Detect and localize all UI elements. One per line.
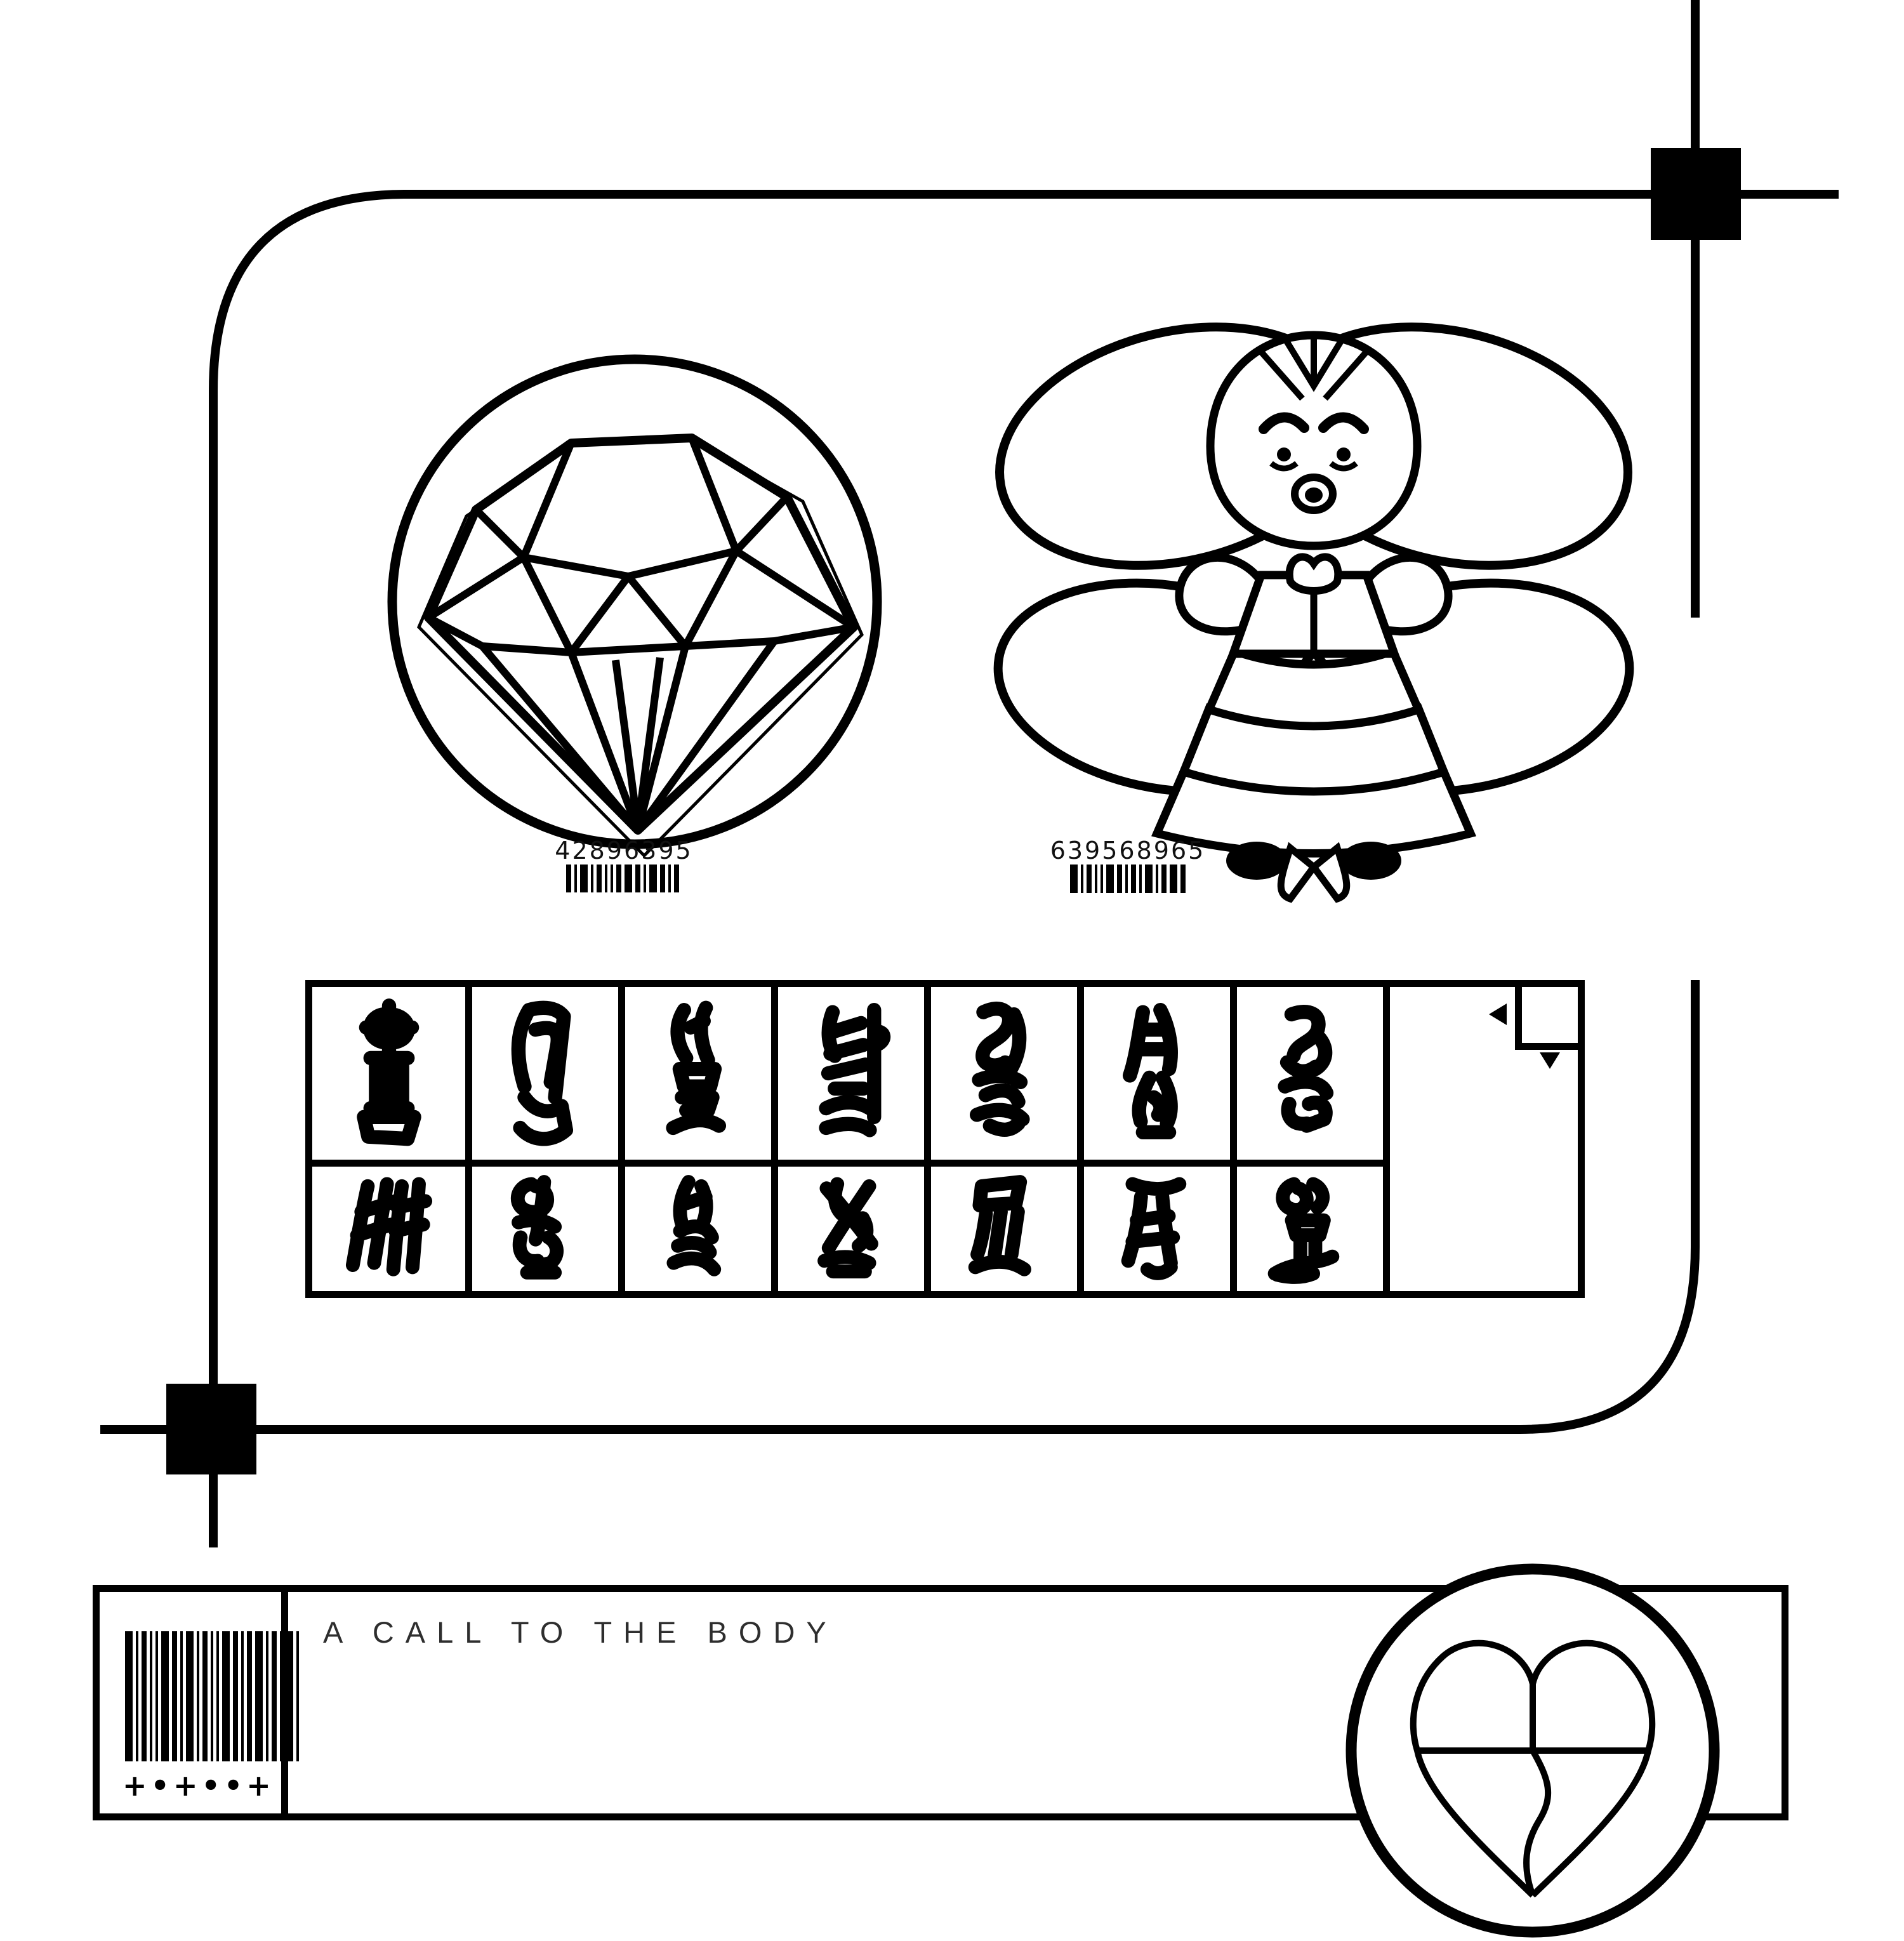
registration-square-top-right (1651, 148, 1741, 240)
barcode-bar (286, 1631, 293, 1761)
barcode-bar (566, 865, 571, 892)
page-fold-marker (1515, 987, 1578, 1050)
glyph-r2c7 (1267, 1177, 1340, 1284)
barcode-bar (1070, 865, 1078, 893)
frame-top-left-path (209, 190, 1839, 1547)
grid-divider (924, 987, 931, 1291)
footer-barcode-box: +•+••+ (100, 1592, 299, 1813)
grid-divider (771, 987, 778, 1291)
barcode-bar (161, 1631, 169, 1761)
barcode-bar (635, 865, 640, 892)
barcode-bar (247, 1631, 252, 1761)
footer-barcode-caption: +•+••+ (122, 1768, 275, 1803)
barcode-bar (1161, 865, 1167, 893)
doll-code-number: 639568965 (1050, 837, 1206, 865)
barcode-bar (211, 1631, 213, 1761)
glyph-r1c5 (969, 1002, 1030, 1137)
grid-divider-last (1383, 987, 1390, 1291)
barcode-bar (1101, 865, 1103, 893)
barcode-bar (1087, 865, 1092, 893)
glyph-r1c1 (357, 998, 421, 1146)
glyph-r1c7 (1278, 1005, 1334, 1133)
barcode-bar (142, 1631, 147, 1761)
barcode-bar (136, 1631, 138, 1761)
glyph-r2c2 (510, 1175, 564, 1280)
grid-divider (618, 987, 625, 1291)
fairy-doll-icon (993, 322, 1634, 903)
glyph-r2c1 (345, 1177, 433, 1276)
barcode-bar (668, 865, 671, 892)
barcode-bar (605, 865, 607, 892)
barcode-bar (649, 865, 657, 892)
barcode-bar (255, 1631, 263, 1761)
barcode-bar (150, 1631, 152, 1761)
barcode-bar (1106, 865, 1114, 893)
grid-divider (1077, 987, 1084, 1291)
barcode-bar (591, 865, 593, 892)
barcode-bar (611, 865, 613, 892)
barcode-bar (125, 1631, 133, 1761)
barcode-bar (296, 1631, 299, 1761)
barcode-bar (186, 1631, 194, 1761)
barcode-bar (172, 1631, 177, 1761)
barcode-bar (233, 1631, 238, 1761)
diamond-barcode (566, 865, 679, 892)
barcode-bar (1139, 865, 1142, 893)
barcode-bar (625, 865, 632, 892)
glyph-r2c6 (1121, 1177, 1187, 1280)
glyph-r2c4 (817, 1177, 878, 1279)
barcode-bar (1081, 865, 1083, 893)
barcode-bar (1145, 865, 1153, 893)
frame-bottom-right-path (100, 980, 1700, 1434)
barcode-bar (674, 865, 679, 892)
barcode-bar (216, 1631, 219, 1761)
glyph-r1c3 (666, 1000, 727, 1136)
barcode-bar (1095, 865, 1097, 893)
broken-heart-icon (1345, 1563, 1720, 1938)
grid-row-divider (312, 1160, 1390, 1167)
footer-barcode (125, 1631, 299, 1761)
barcode-bar (616, 865, 621, 892)
grid-divider (1230, 987, 1237, 1291)
footer-title: A CALL TO THE BODY (323, 1615, 838, 1649)
barcode-bar (1170, 865, 1177, 893)
barcode-bar (155, 1631, 158, 1761)
barcode-bar (272, 1631, 277, 1761)
glyph-r2c3 (666, 1175, 722, 1276)
barcode-bar (1131, 865, 1136, 893)
barcode-bar (1156, 865, 1158, 893)
barcode-bar (580, 865, 588, 892)
barcode-bar (597, 865, 602, 892)
registration-square-bottom-left (166, 1384, 256, 1474)
barcode-bar (1125, 865, 1128, 893)
glyph-r2c5 (968, 1175, 1031, 1276)
diamond-code-number: 42896395 (555, 837, 693, 865)
barcode-bar (266, 1631, 268, 1761)
glyph-grid (305, 980, 1585, 1298)
diamond-gem-icon (387, 354, 882, 858)
barcode-bar (202, 1631, 208, 1761)
barcode-bar (644, 865, 646, 892)
barcode-bar (197, 1631, 199, 1761)
fold-arrow-left-icon (1489, 1004, 1507, 1025)
glyph-r1c6 (1122, 1003, 1178, 1140)
barcode-bar (222, 1631, 230, 1761)
fold-arrow-down-icon (1540, 1052, 1560, 1069)
barcode-bar (574, 865, 577, 892)
barcode-bar (241, 1631, 244, 1761)
grid-divider (465, 987, 472, 1291)
doll-barcode (1070, 865, 1186, 893)
glyph-r1c2 (511, 1000, 574, 1146)
barcode-bar (280, 1631, 282, 1761)
glyph-r1c4 (819, 1003, 891, 1137)
barcode-bar (180, 1631, 183, 1761)
barcode-bar (1180, 865, 1186, 893)
barcode-bar (660, 865, 665, 892)
barcode-bar (1117, 865, 1122, 893)
